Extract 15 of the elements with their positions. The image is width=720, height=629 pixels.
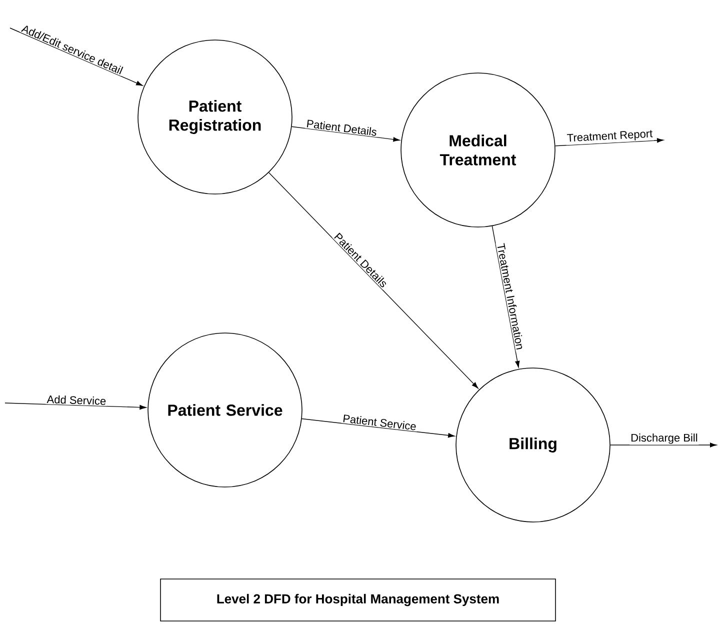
arrow: [610, 442, 717, 448]
arrow: [302, 418, 455, 438]
arrow: [492, 226, 520, 368]
edge-label: Add Service: [46, 394, 108, 406]
arrow: [268, 172, 478, 389]
arrow: [291, 126, 400, 142]
edge-label: Treatment Report: [566, 128, 654, 146]
arrow: [10, 28, 143, 86]
edge-label: Treatment Information: [496, 242, 526, 352]
arrow: [4, 402, 146, 410]
arrow: [554, 138, 664, 146]
edge-label: Discharge Bill: [630, 432, 699, 445]
edge-label: Patient Details: [304, 118, 378, 138]
caption-box: Level 2 DFD for Hospital Management System: [160, 578, 556, 622]
edge-label: Patient Service: [341, 413, 418, 432]
